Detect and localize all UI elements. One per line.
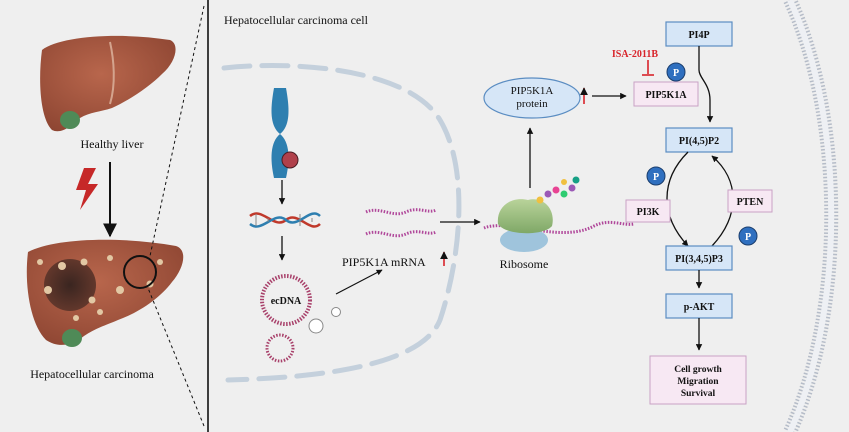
pi4p-label: PI4P [688,30,709,41]
pi45p2-label: PI(4,5)P2 [679,136,719,147]
peptide-chain-icon [536,176,580,204]
phospho-label-pip5k1a: P [673,68,679,79]
zoom-line-top [149,5,205,257]
protein-label-line2: protein [516,98,548,110]
dna-helix-icon [249,212,321,228]
pi345p3-label: PI(3,4,5)P3 [675,254,723,265]
arrow-pi45p2-pi345p3 [666,151,689,247]
hcc-liver-icon [26,239,184,347]
cell-title: Hepatocellular carcinoma cell [224,13,369,27]
pten-node [727,189,773,213]
pi3k-node [625,199,671,223]
phospho-label-pi3k: P [653,172,659,183]
pi3k-label: PI3K [637,207,660,218]
zoom-circle [123,255,157,289]
pi4p-node [665,21,733,47]
arrow-ecdna-mrna [335,269,383,295]
mrna-label: PIP5K1A mRNA [342,255,426,269]
pakt-label: p-AKT [684,302,715,313]
lightning-icon [76,168,98,210]
phospho-circle-pi3k [646,166,666,186]
ecdna-small-circle [265,333,295,363]
zoom-line-bottom [147,287,205,427]
pakt-node [665,293,733,319]
outcome-line2: Migration [677,377,719,387]
ribosome-label: Ribosome [500,257,549,271]
outcome-line1: Cell growth [674,365,722,375]
pip5k1a-enzyme-node [633,81,699,107]
hcc-label: Hepatocellular carcinoma [30,367,154,381]
healthy-liver-icon [40,35,176,132]
ecdna-label: ecDNA [271,296,302,307]
phospho-circle-pten [738,226,758,246]
cell-membrane [783,0,839,432]
pi45p2-node [665,127,733,153]
mrna-strands-icon [365,208,437,238]
ecdna-bubble-2 [331,307,341,317]
pten-label: PTEN [737,197,764,208]
outcome-line3: Survival [681,389,716,399]
protein-label-line1: PIP5K1A [511,85,554,97]
nuclear-envelope [221,63,462,383]
phospho-circle-pip5k1a [666,62,686,82]
inhibitor-label: ISA-2011B [612,49,658,60]
pip5k1a-enzyme-label: PIP5K1A [645,90,687,101]
ecdna-bubble-1 [308,318,324,334]
arrow-pi4p-pi45p2 [698,46,714,123]
ecdna-large-circle [260,274,312,326]
healthy-liver-label: Healthy liver [81,137,144,151]
ribosome-icon [483,199,635,252]
outcome-node [649,355,747,405]
phospho-label-pten: P [745,232,751,243]
pip5k1a-protein-node [483,77,581,119]
chromosome-icon [271,88,299,178]
